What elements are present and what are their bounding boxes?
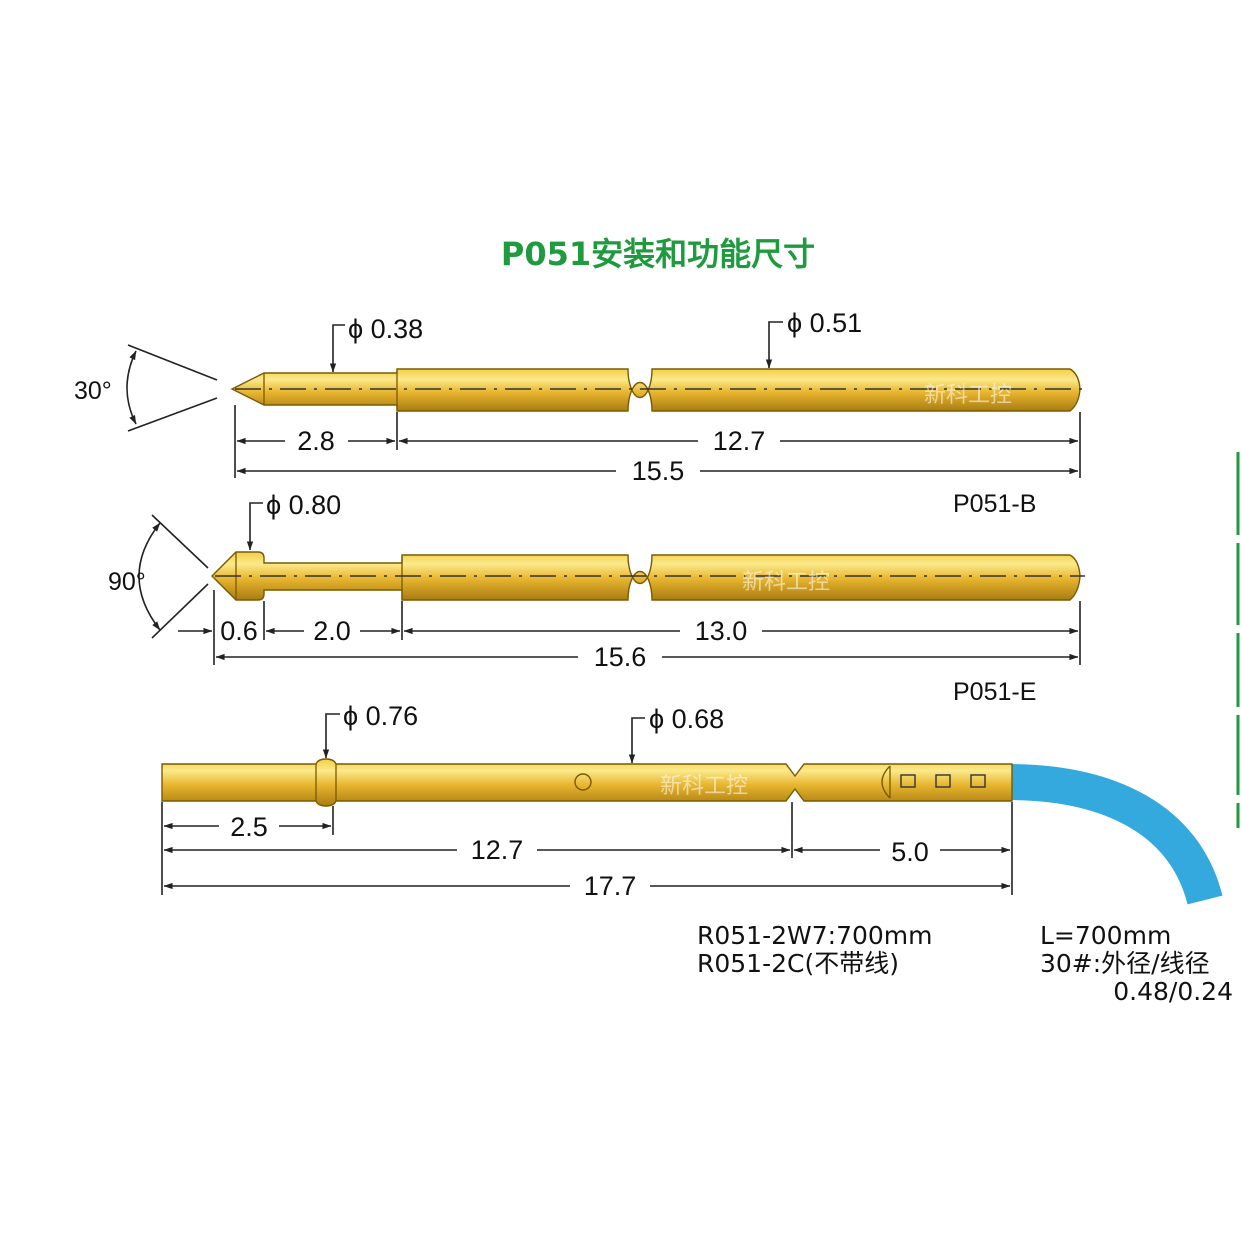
receptacle-model-no-wire: R051-2C(不带线) bbox=[697, 949, 899, 978]
pin-e-drawing: 新科工控 90° ϕ 0.80 0.6 2.0 13.0 15.6 P051-E bbox=[108, 490, 1085, 706]
receptacle-dim-crimp-position: 12.7 bbox=[471, 835, 524, 865]
watermark: 新科工控 bbox=[660, 774, 748, 799]
pin-b-model-label: P051-B bbox=[953, 490, 1036, 518]
receptacle-ring-diameter: ϕ 0.76 bbox=[343, 701, 418, 731]
receptacle-dim-ring-position: 2.5 bbox=[230, 812, 268, 842]
receptacle-dim-total-length: 17.7 bbox=[584, 871, 637, 901]
pin-b-dim-tip-length: 2.8 bbox=[297, 426, 335, 456]
wire-length: L=700mm bbox=[1040, 921, 1171, 950]
page-title: P051安装和功能尺寸 bbox=[501, 235, 815, 273]
receptacle-drawing: 新科工控 ϕ 0.76 ϕ 0.68 2.5 12.7 5.0 17.7 R05… bbox=[161, 701, 1233, 1006]
pin-e-head-diameter: ϕ 0.80 bbox=[266, 490, 341, 520]
pin-b-drawing: 新科工控 30° ϕ 0.38 ϕ 0.51 2.8 12.7 15.5 P05… bbox=[74, 308, 1085, 518]
receptacle-body-diameter: ϕ 0.68 bbox=[649, 704, 724, 734]
receptacle-model-with-wire: R051-2W7:700mm bbox=[697, 921, 933, 950]
pin-e-dim-head-length: 0.6 bbox=[220, 616, 258, 646]
pin-b-tip-angle: 30° bbox=[74, 377, 112, 405]
pin-b-dim-body-length: 12.7 bbox=[713, 426, 766, 456]
pin-e-dim-total-length: 15.6 bbox=[594, 642, 647, 672]
pin-e-dim-neck-length: 2.0 bbox=[313, 616, 351, 646]
receptacle-dim-tail-length: 5.0 bbox=[891, 837, 929, 867]
wire-diameters: 0.48/0.24 bbox=[1113, 977, 1233, 1006]
wire-spec: 30#:外径/线径 bbox=[1040, 949, 1210, 978]
watermark: 新科工控 bbox=[742, 570, 830, 595]
watermark: 新科工控 bbox=[924, 383, 1012, 408]
wire-cable bbox=[1007, 764, 1223, 905]
pin-e-tip-angle: 90° bbox=[108, 568, 146, 596]
pin-b-body-diameter: ϕ 0.51 bbox=[787, 308, 862, 338]
pin-b-dim-total-length: 15.5 bbox=[632, 456, 685, 486]
receptacle-body bbox=[161, 758, 1013, 807]
pin-b-tip-diameter: ϕ 0.38 bbox=[348, 314, 423, 344]
pin-e-model-label: P051-E bbox=[953, 678, 1036, 706]
pin-e-dim-body-length: 13.0 bbox=[695, 616, 748, 646]
